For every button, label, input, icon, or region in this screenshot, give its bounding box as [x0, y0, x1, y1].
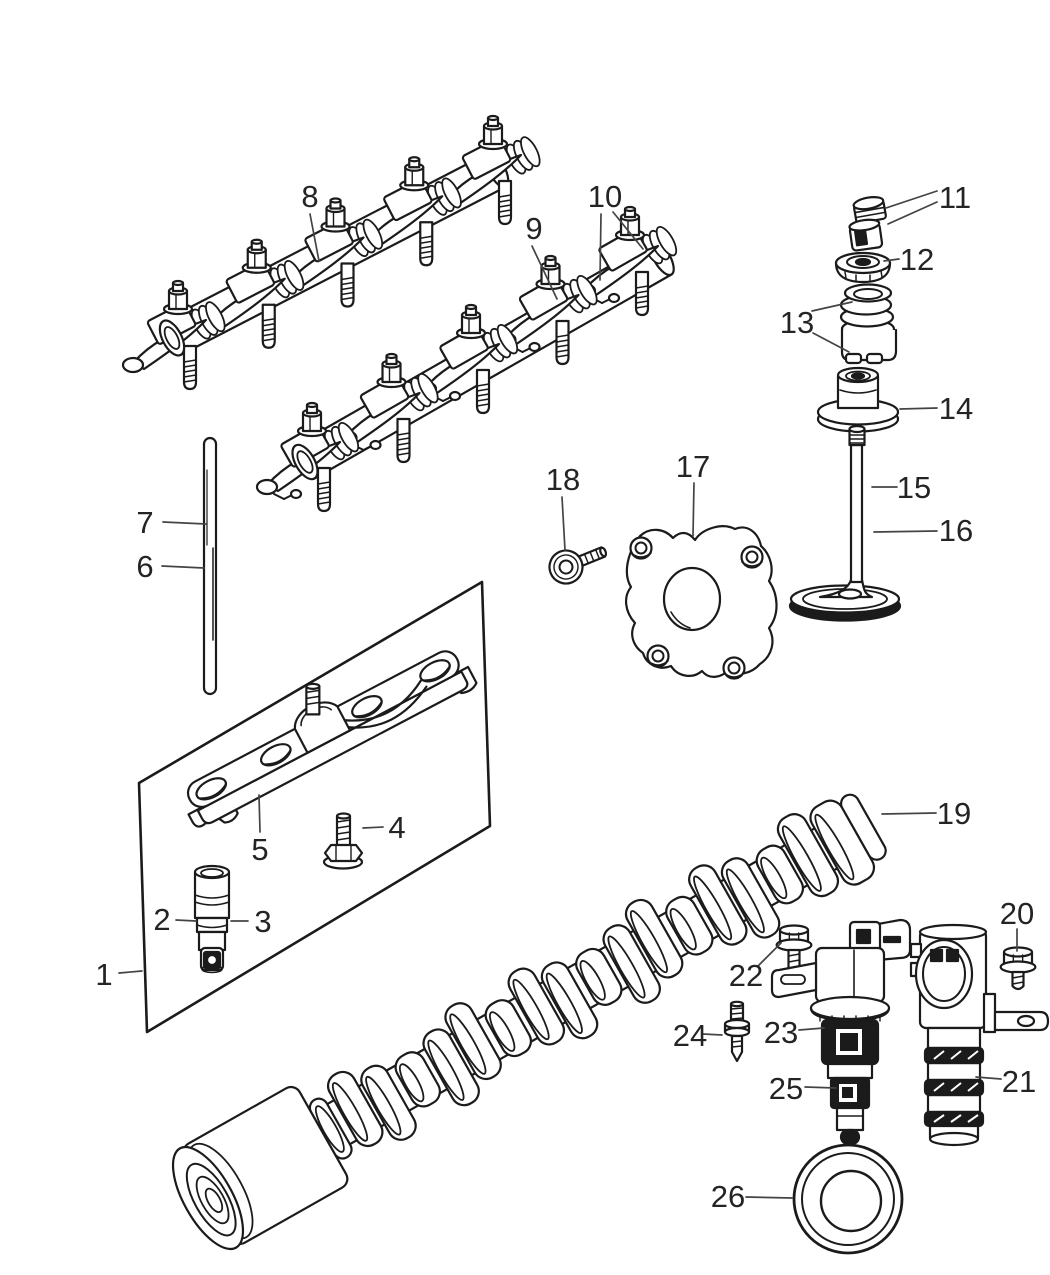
- callout-label-10: 10: [588, 179, 622, 214]
- callout-leader-23: [798, 1027, 825, 1031]
- valve-stem-seal: [816, 366, 900, 433]
- callout-leader-8: [309, 213, 320, 262]
- lifter-guide-yoke: [186, 650, 478, 828]
- callout-label-22: 22: [729, 958, 763, 993]
- callout-leader-19: [881, 812, 937, 815]
- callout-leader-16: [873, 530, 938, 533]
- callout-label-17: 17: [676, 449, 710, 484]
- callout-leader-18: [561, 496, 566, 551]
- callout-leader-25: [804, 1086, 837, 1089]
- rocker-arm-shaft-assembly-b: [255, 205, 678, 513]
- callout-label-21: 21: [1002, 1064, 1036, 1099]
- lifter-parts-box: [137, 580, 492, 1034]
- callout-label-3: 3: [254, 904, 271, 939]
- callout-label-4: 4: [388, 810, 405, 845]
- callout-leader-11a: [885, 190, 938, 209]
- callout-leader-5: [258, 794, 261, 833]
- thrust-plate-bolt: [548, 546, 608, 585]
- callout-label-2: 2: [153, 902, 170, 937]
- callout-leader-21: [975, 1076, 1002, 1080]
- callout-label-19: 19: [937, 796, 971, 831]
- camshaft: [171, 793, 887, 1251]
- valve-keepers: [848, 196, 887, 252]
- valve-spring: [839, 283, 898, 365]
- callout-leader-14: [899, 407, 938, 410]
- callout-label-24: 24: [673, 1018, 707, 1053]
- callout-label-8: 8: [301, 179, 318, 214]
- hydraulic-lifter: [193, 864, 231, 974]
- callout-leader-4: [362, 826, 384, 829]
- mounting-stud: [723, 1000, 751, 1063]
- callout-leader-26: [745, 1196, 793, 1199]
- callout-leader-12: [883, 258, 900, 262]
- guide-bolt: [322, 812, 364, 870]
- oil-control-solenoid: [909, 923, 1050, 1147]
- callout-leader-1: [118, 970, 143, 974]
- callout-leader-2: [175, 919, 197, 922]
- callout-leader-13a: [811, 301, 853, 312]
- callout-label-23: 23: [764, 1015, 798, 1050]
- callout-leader-10b: [612, 211, 644, 250]
- callout-label-9: 9: [525, 211, 542, 246]
- engine-valve: [788, 424, 902, 622]
- callout-leader-24: [702, 1033, 723, 1036]
- callout-label-6: 6: [136, 549, 153, 584]
- callout-label-12: 12: [900, 242, 934, 277]
- callout-label-13: 13: [780, 305, 814, 340]
- callout-label-7: 7: [136, 505, 153, 540]
- callout-leader-9: [531, 245, 558, 300]
- callout-label-18: 18: [546, 462, 580, 497]
- callout-leader-10a: [599, 213, 602, 281]
- round-seal-plug: [792, 1143, 904, 1255]
- callout-leader-22: [757, 942, 782, 967]
- callout-label-15: 15: [897, 470, 931, 505]
- callout-label-25: 25: [769, 1071, 803, 1106]
- callout-label-1: 1: [95, 957, 112, 992]
- camshaft-position-sensor: [770, 918, 912, 1146]
- callout-label-26: 26: [711, 1179, 745, 1214]
- valve-spring-retainer: [834, 251, 892, 284]
- rocker-arm-shaft-assembly-a: [121, 114, 541, 391]
- callout-leader-6: [161, 565, 205, 569]
- solenoid-bolt: [999, 946, 1037, 991]
- callout-leader-13b: [812, 332, 850, 353]
- callout-leader-17: [692, 482, 695, 537]
- callout-label-11: 11: [939, 180, 971, 215]
- callout-label-5: 5: [251, 832, 268, 867]
- callout-label-20: 20: [1000, 896, 1034, 931]
- callout-label-14: 14: [939, 391, 973, 426]
- callout-leader-7: [162, 521, 207, 525]
- pushrod: [202, 436, 218, 696]
- callout-leader-11b: [887, 201, 938, 225]
- callout-label-16: 16: [939, 513, 973, 548]
- camshaft-thrust-plate: [625, 525, 778, 680]
